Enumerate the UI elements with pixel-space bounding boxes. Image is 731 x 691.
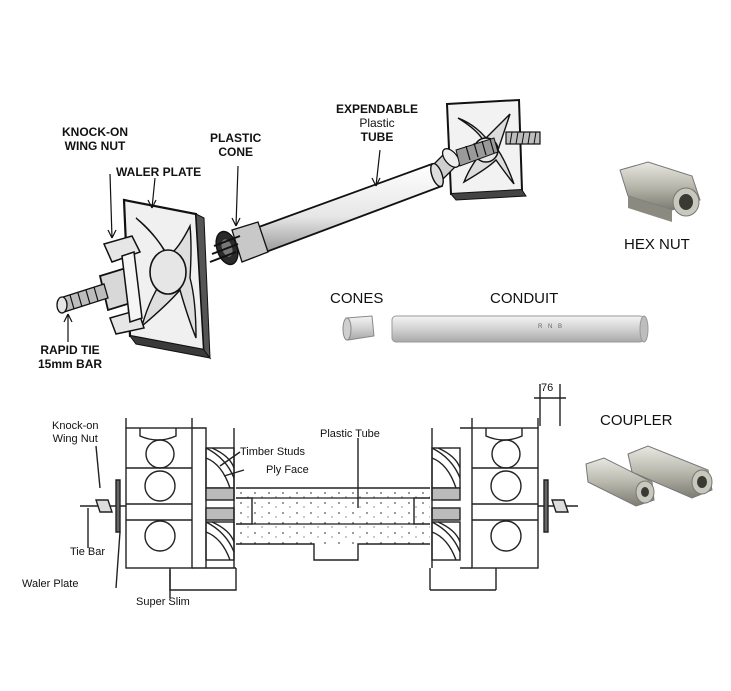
front-threaded-bar	[56, 283, 109, 314]
section-plastic-tube-label: Plastic Tube	[320, 428, 380, 440]
section-waler-plate-label: Waler Plate	[22, 578, 79, 590]
left-timber-studs	[205, 428, 235, 568]
coupler-label: COUPLER	[600, 412, 673, 429]
plastic-cone-label-line2: CONE	[218, 144, 253, 159]
section-super-slim-label: Super Slim	[136, 596, 190, 608]
section-wing-nut-line2: Wing Nut	[52, 432, 98, 445]
knock-on-label-line1: KNOCK-ON	[62, 125, 128, 139]
cone-product-image	[342, 315, 375, 341]
knock-on-label-line2: WING NUT	[64, 138, 126, 153]
expendable-tube-label: EXPENDABLE Plastic TUBE	[336, 102, 419, 144]
section-ply-face-label: Ply Face	[266, 464, 309, 476]
left-super-slim-block	[125, 418, 237, 591]
section-wing-nut-label: Knock-on Wing Nut	[52, 420, 98, 445]
hex-nut-image	[619, 161, 701, 222]
conduit-marking: R N B	[538, 324, 565, 330]
rapid-tie-label-line2: 15mm BAR	[38, 356, 103, 371]
rapid-tie-label: RAPID TIE 15mm BAR	[38, 343, 103, 372]
expendable-label-line2: Plastic	[359, 115, 395, 130]
expendable-tube	[254, 162, 444, 254]
expendable-label-line3: TUBE	[360, 129, 394, 144]
waler-plate-label: WALER PLATE	[116, 165, 202, 179]
conduit-product-image	[391, 315, 649, 343]
plastic-cone-label-line1: PLASTIC	[210, 131, 262, 145]
plastic-cone-label: PLASTIC CONE	[210, 131, 262, 160]
knock-on-wing-nut	[98, 235, 145, 335]
rear-threaded-bar	[505, 131, 541, 145]
rapid-tie-label-line1: RAPID TIE	[40, 343, 100, 357]
right-super-slim-block	[429, 418, 539, 591]
right-timber-studs	[431, 428, 461, 568]
front-cone	[209, 221, 269, 266]
coupler-image	[585, 445, 713, 507]
hex-nut-label: HEX NUT	[624, 236, 690, 253]
dimension-76-label: 76	[541, 382, 554, 394]
front-waler-plate	[122, 198, 212, 360]
section-tie-bar-label: Tie Bar	[70, 546, 106, 558]
rapid-tie-assembly	[56, 98, 541, 360]
knock-on-wing-nut-label: KNOCK-ON WING NUT	[62, 125, 128, 154]
section-drawing	[80, 384, 578, 598]
section-wing-nut-line1: Knock-on	[52, 420, 99, 432]
conduit-label: CONDUIT	[490, 290, 559, 307]
expendable-label-line1: EXPENDABLE	[336, 102, 419, 116]
cones-label: CONES	[330, 290, 384, 307]
section-timber-studs-label: Timber Studs	[240, 446, 306, 458]
